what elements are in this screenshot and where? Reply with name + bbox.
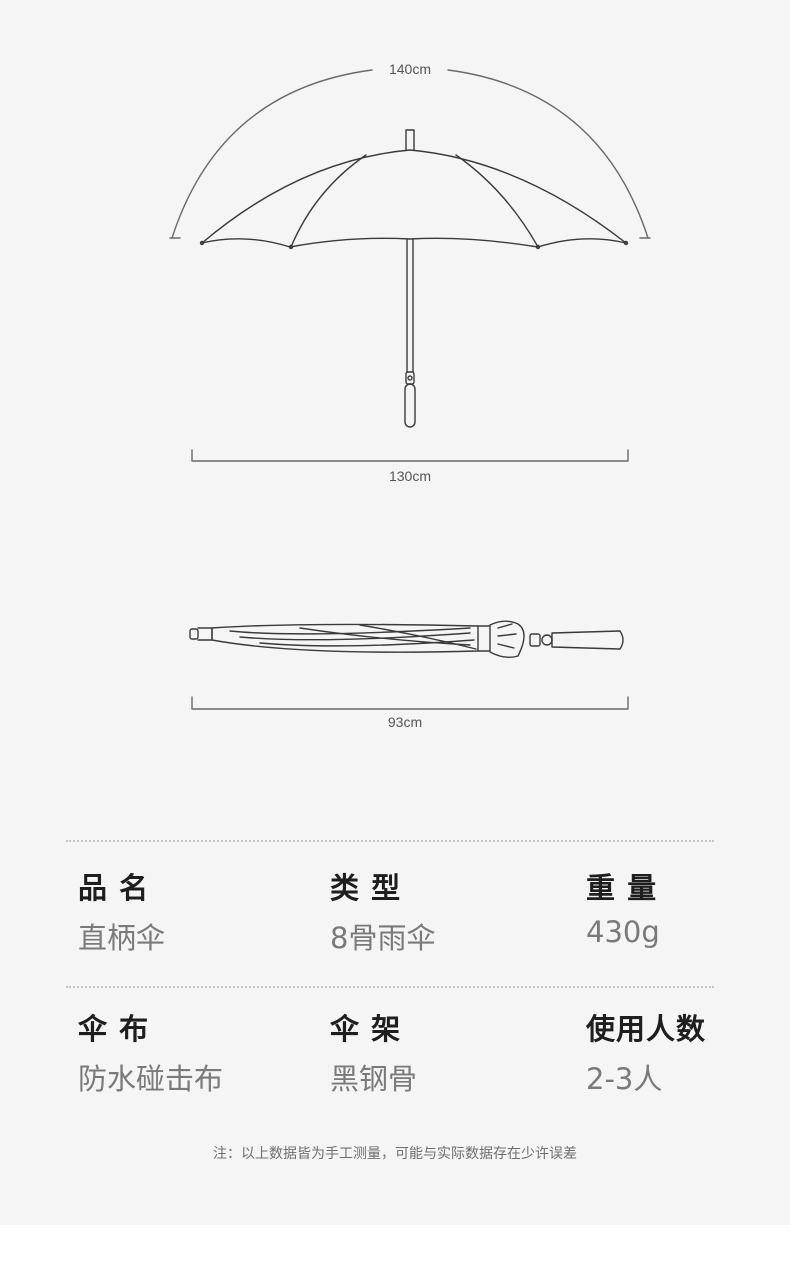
- spec-value: 黑钢骨: [330, 1062, 418, 1096]
- measurement-note: 注：以上数据皆为手工测量，可能与实际数据存在少许误差: [213, 1146, 577, 1162]
- folded-umbrella-icon: [189, 620, 624, 659]
- spec-label: 使用人数: [586, 1012, 707, 1046]
- spec-value: 8骨雨伞: [330, 921, 436, 955]
- arc-dimension-line-right: [447, 69, 649, 239]
- spec-value: 430g: [586, 915, 660, 949]
- divider-top: [66, 840, 714, 842]
- spec-fabric: 伞 布 防水碰击布: [78, 1006, 223, 1098]
- spec-product-name: 品 名 直柄伞: [78, 865, 165, 957]
- spec-label: 类 型: [330, 871, 402, 905]
- spec-type: 类 型 8骨雨伞: [330, 865, 435, 957]
- canopy-arc-label: 140cm: [388, 61, 432, 77]
- spec-value: 防水碰击布: [78, 1062, 224, 1096]
- arc-dimension-line-left: [171, 69, 373, 239]
- divider-middle: [66, 986, 714, 988]
- open-umbrella-icon: [199, 129, 629, 428]
- folded-length-label: 93cm: [387, 714, 423, 730]
- spec-value: 直柄伞: [78, 921, 166, 955]
- open-width-label: 130cm: [388, 468, 432, 484]
- spec-label: 伞 架: [330, 1012, 402, 1046]
- length-dimension-bracket: [191, 696, 629, 710]
- spec-frame: 伞 架 黑钢骨: [330, 1006, 417, 1098]
- spec-label: 品 名: [78, 871, 150, 905]
- spec-label: 重 量: [586, 871, 658, 905]
- spec-value: 2-3人: [586, 1062, 663, 1096]
- umbrella-illustration: [169, 69, 651, 710]
- spec-capacity: 使用人数 2-3人: [586, 1006, 706, 1098]
- spec-weight: 重 量 430g: [586, 865, 660, 949]
- width-dimension-bracket: [191, 449, 629, 462]
- product-spec-panel: [0, 0, 790, 1225]
- spec-label: 伞 布: [78, 1012, 150, 1046]
